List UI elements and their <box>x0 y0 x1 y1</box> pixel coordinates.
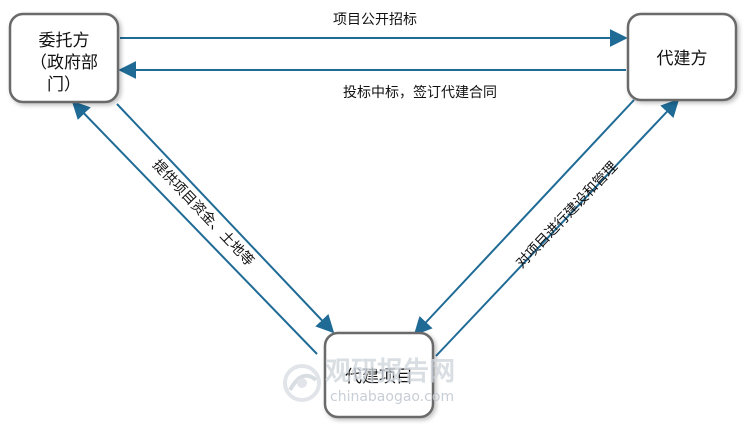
edge-label-client-to-agent: 项目公开招标 <box>333 12 417 28</box>
watermark-cn: 观研报告网 <box>325 356 455 387</box>
node-client-label-line3: 门） <box>47 75 81 95</box>
arrow-agent-to-project <box>413 99 635 336</box>
swirl-logo-icon <box>283 364 321 402</box>
node-project: 代建项目 <box>323 331 435 419</box>
edge-label-agent-to-client: 投标中标，签订代建合同 <box>343 84 497 101</box>
node-agent-label: 代建方 <box>657 49 708 69</box>
edge-label-client-project: 提供项目资金、土地等 <box>149 156 258 269</box>
node-client: 委托方 （政府部 门） <box>8 12 120 104</box>
node-project-label: 代建项目 <box>345 367 413 387</box>
arrow-project-to-agent <box>435 98 680 357</box>
watermark-en: chinabaogao.com <box>330 389 454 405</box>
node-client-label-line1: 委托方 <box>39 31 90 51</box>
edge-label-agent-project: 对项目进行建设和管理 <box>513 159 621 272</box>
node-agent: 代建方 <box>626 12 738 102</box>
arrow-project-to-client <box>71 100 318 355</box>
node-client-label-line2: （政府部 <box>30 53 98 73</box>
watermark: 观研报告网 chinabaogao.com <box>283 356 455 405</box>
arrow-client-to-project <box>116 103 335 334</box>
